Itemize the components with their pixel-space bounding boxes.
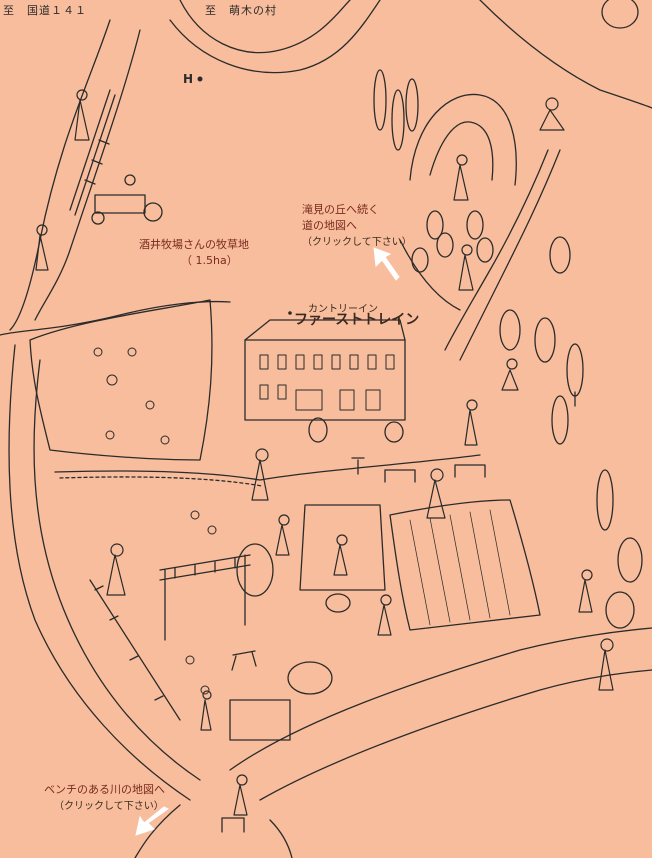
river-2 bbox=[444, 149, 549, 351]
pasture-name-label: 酒井牧場さんの牧草地 bbox=[139, 238, 249, 251]
thought-bubble-2 bbox=[325, 593, 351, 613]
road-top-2 bbox=[169, 0, 381, 74]
river-link-arrow-icon[interactable] bbox=[132, 805, 172, 839]
bench-bottom bbox=[221, 817, 245, 833]
pergola bbox=[159, 554, 251, 641]
tractor-drawing bbox=[91, 174, 163, 225]
inn-name-label: ファーストトレイン bbox=[294, 312, 420, 328]
hill-map-link[interactable]: 滝見の丘へ続く 道の地図へ （クリックして下さい） bbox=[302, 201, 412, 248]
bench-2 bbox=[384, 469, 416, 483]
inn-building bbox=[244, 339, 406, 421]
pasture-area-label: （ 1.5ha） bbox=[181, 254, 238, 267]
road-main-left-3 bbox=[8, 344, 191, 801]
river-link-line1: ベンチのある川の地図へ bbox=[44, 783, 165, 796]
hill-link-line1: 滝見の丘へ続く bbox=[302, 203, 379, 216]
road-main-left-2 bbox=[33, 359, 201, 781]
direction-left-label: 至 国道１４１ bbox=[3, 4, 87, 17]
hill-link-line2: 道の地図へ bbox=[302, 219, 357, 232]
bench-1 bbox=[454, 464, 486, 478]
greenhouse bbox=[229, 699, 291, 741]
hill-link-arrow-icon[interactable] bbox=[368, 244, 404, 284]
road-right-top bbox=[479, 0, 652, 109]
thought-bubble-1 bbox=[287, 661, 333, 695]
table bbox=[231, 650, 257, 671]
fence-left bbox=[69, 89, 116, 216]
fence-garden bbox=[89, 579, 181, 721]
river-map-link[interactable]: ベンチのある川の地図へ （クリックして下さい） bbox=[44, 781, 165, 812]
hill bbox=[409, 93, 517, 186]
river bbox=[459, 149, 561, 361]
hill-inner bbox=[429, 121, 494, 181]
hill-link-hint: （クリックして下さい） bbox=[302, 237, 412, 248]
hedge bbox=[54, 454, 481, 481]
road-bottom-3 bbox=[134, 804, 181, 858]
inn-small-label: カントリーイン bbox=[308, 304, 378, 315]
garden-plot bbox=[299, 504, 386, 591]
direction-right-label: 至 萌木の村 bbox=[205, 4, 277, 17]
marker-h-label: H bbox=[183, 72, 194, 86]
trees bbox=[236, 0, 643, 629]
signpost-1 bbox=[351, 457, 365, 475]
road-main-left bbox=[0, 300, 231, 336]
road-top bbox=[179, 0, 351, 54]
road-bottom-2 bbox=[259, 669, 652, 801]
field-flowers bbox=[93, 347, 217, 695]
path-to-hill bbox=[399, 239, 461, 311]
river-link-hint: （クリックして下さい） bbox=[54, 801, 164, 812]
large-field bbox=[389, 499, 541, 631]
road-left-upper-2 bbox=[34, 29, 141, 321]
road-bottom-4 bbox=[269, 819, 293, 858]
road-bottom bbox=[229, 627, 652, 771]
field-upper-left bbox=[29, 299, 213, 461]
road-left-upper bbox=[9, 19, 111, 331]
